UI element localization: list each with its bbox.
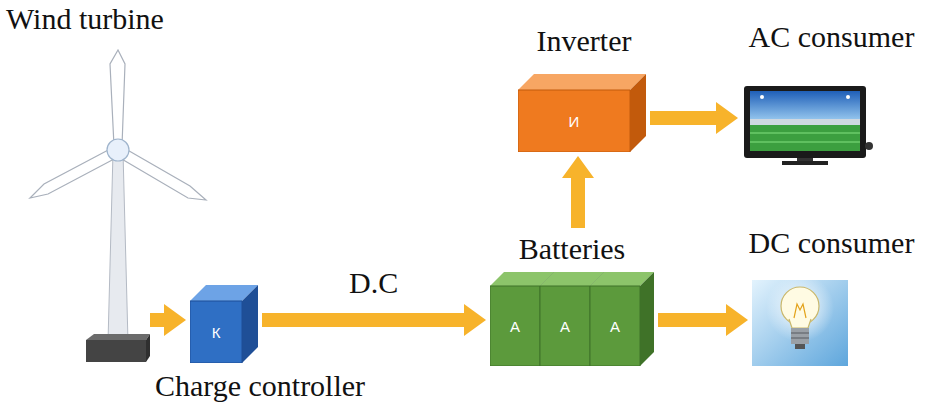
tv-picture <box>744 86 873 165</box>
light-bulb-picture <box>752 274 848 366</box>
component-node: И Inverter <box>508 24 660 160</box>
cube-face <box>518 74 646 90</box>
component-label: AC consumer <box>749 20 915 54</box>
component-node: AC consumer <box>728 20 935 168</box>
flow-arrow <box>650 102 738 134</box>
picture-area <box>86 140 146 362</box>
cube-outline <box>190 285 258 363</box>
component-node: DC consumer <box>728 226 935 368</box>
cube-face <box>190 301 242 363</box>
flow-arrow <box>150 304 186 336</box>
component-cube: И <box>518 74 646 152</box>
cube-face <box>630 74 646 152</box>
cube-face <box>518 90 630 152</box>
picture-area <box>752 280 848 366</box>
component-cube: К <box>190 285 258 363</box>
cube-face <box>490 286 540 366</box>
wind-turbine-picture <box>30 50 206 362</box>
edge-label: D.C <box>349 266 398 300</box>
cube-letter: А <box>590 286 640 366</box>
flow-arrow <box>562 156 594 228</box>
component-node: Wind turbine <box>0 0 215 368</box>
component-label: Wind turbine <box>6 2 164 36</box>
flow-arrow <box>262 304 486 336</box>
cube-outline <box>518 74 646 152</box>
component-node: К Charge controller <box>138 285 382 405</box>
picture-area <box>742 86 868 162</box>
cube-letter: А <box>490 286 540 366</box>
cube-face <box>540 286 590 366</box>
component-label: Charge controller <box>155 369 365 403</box>
cube-letter: И <box>518 90 630 152</box>
flow-arrow <box>658 304 748 336</box>
component-node: ААА Batteries <box>484 232 660 372</box>
cube-face <box>242 285 258 363</box>
cube-face <box>590 286 640 366</box>
cube-letter: А <box>540 286 590 366</box>
component-label: Batteries <box>519 232 626 266</box>
cube-face <box>640 272 654 366</box>
component-label: Inverter <box>537 24 632 58</box>
component-cube: ААА <box>490 272 654 366</box>
component-label: DC consumer <box>749 226 915 260</box>
cube-letter: К <box>190 301 242 363</box>
